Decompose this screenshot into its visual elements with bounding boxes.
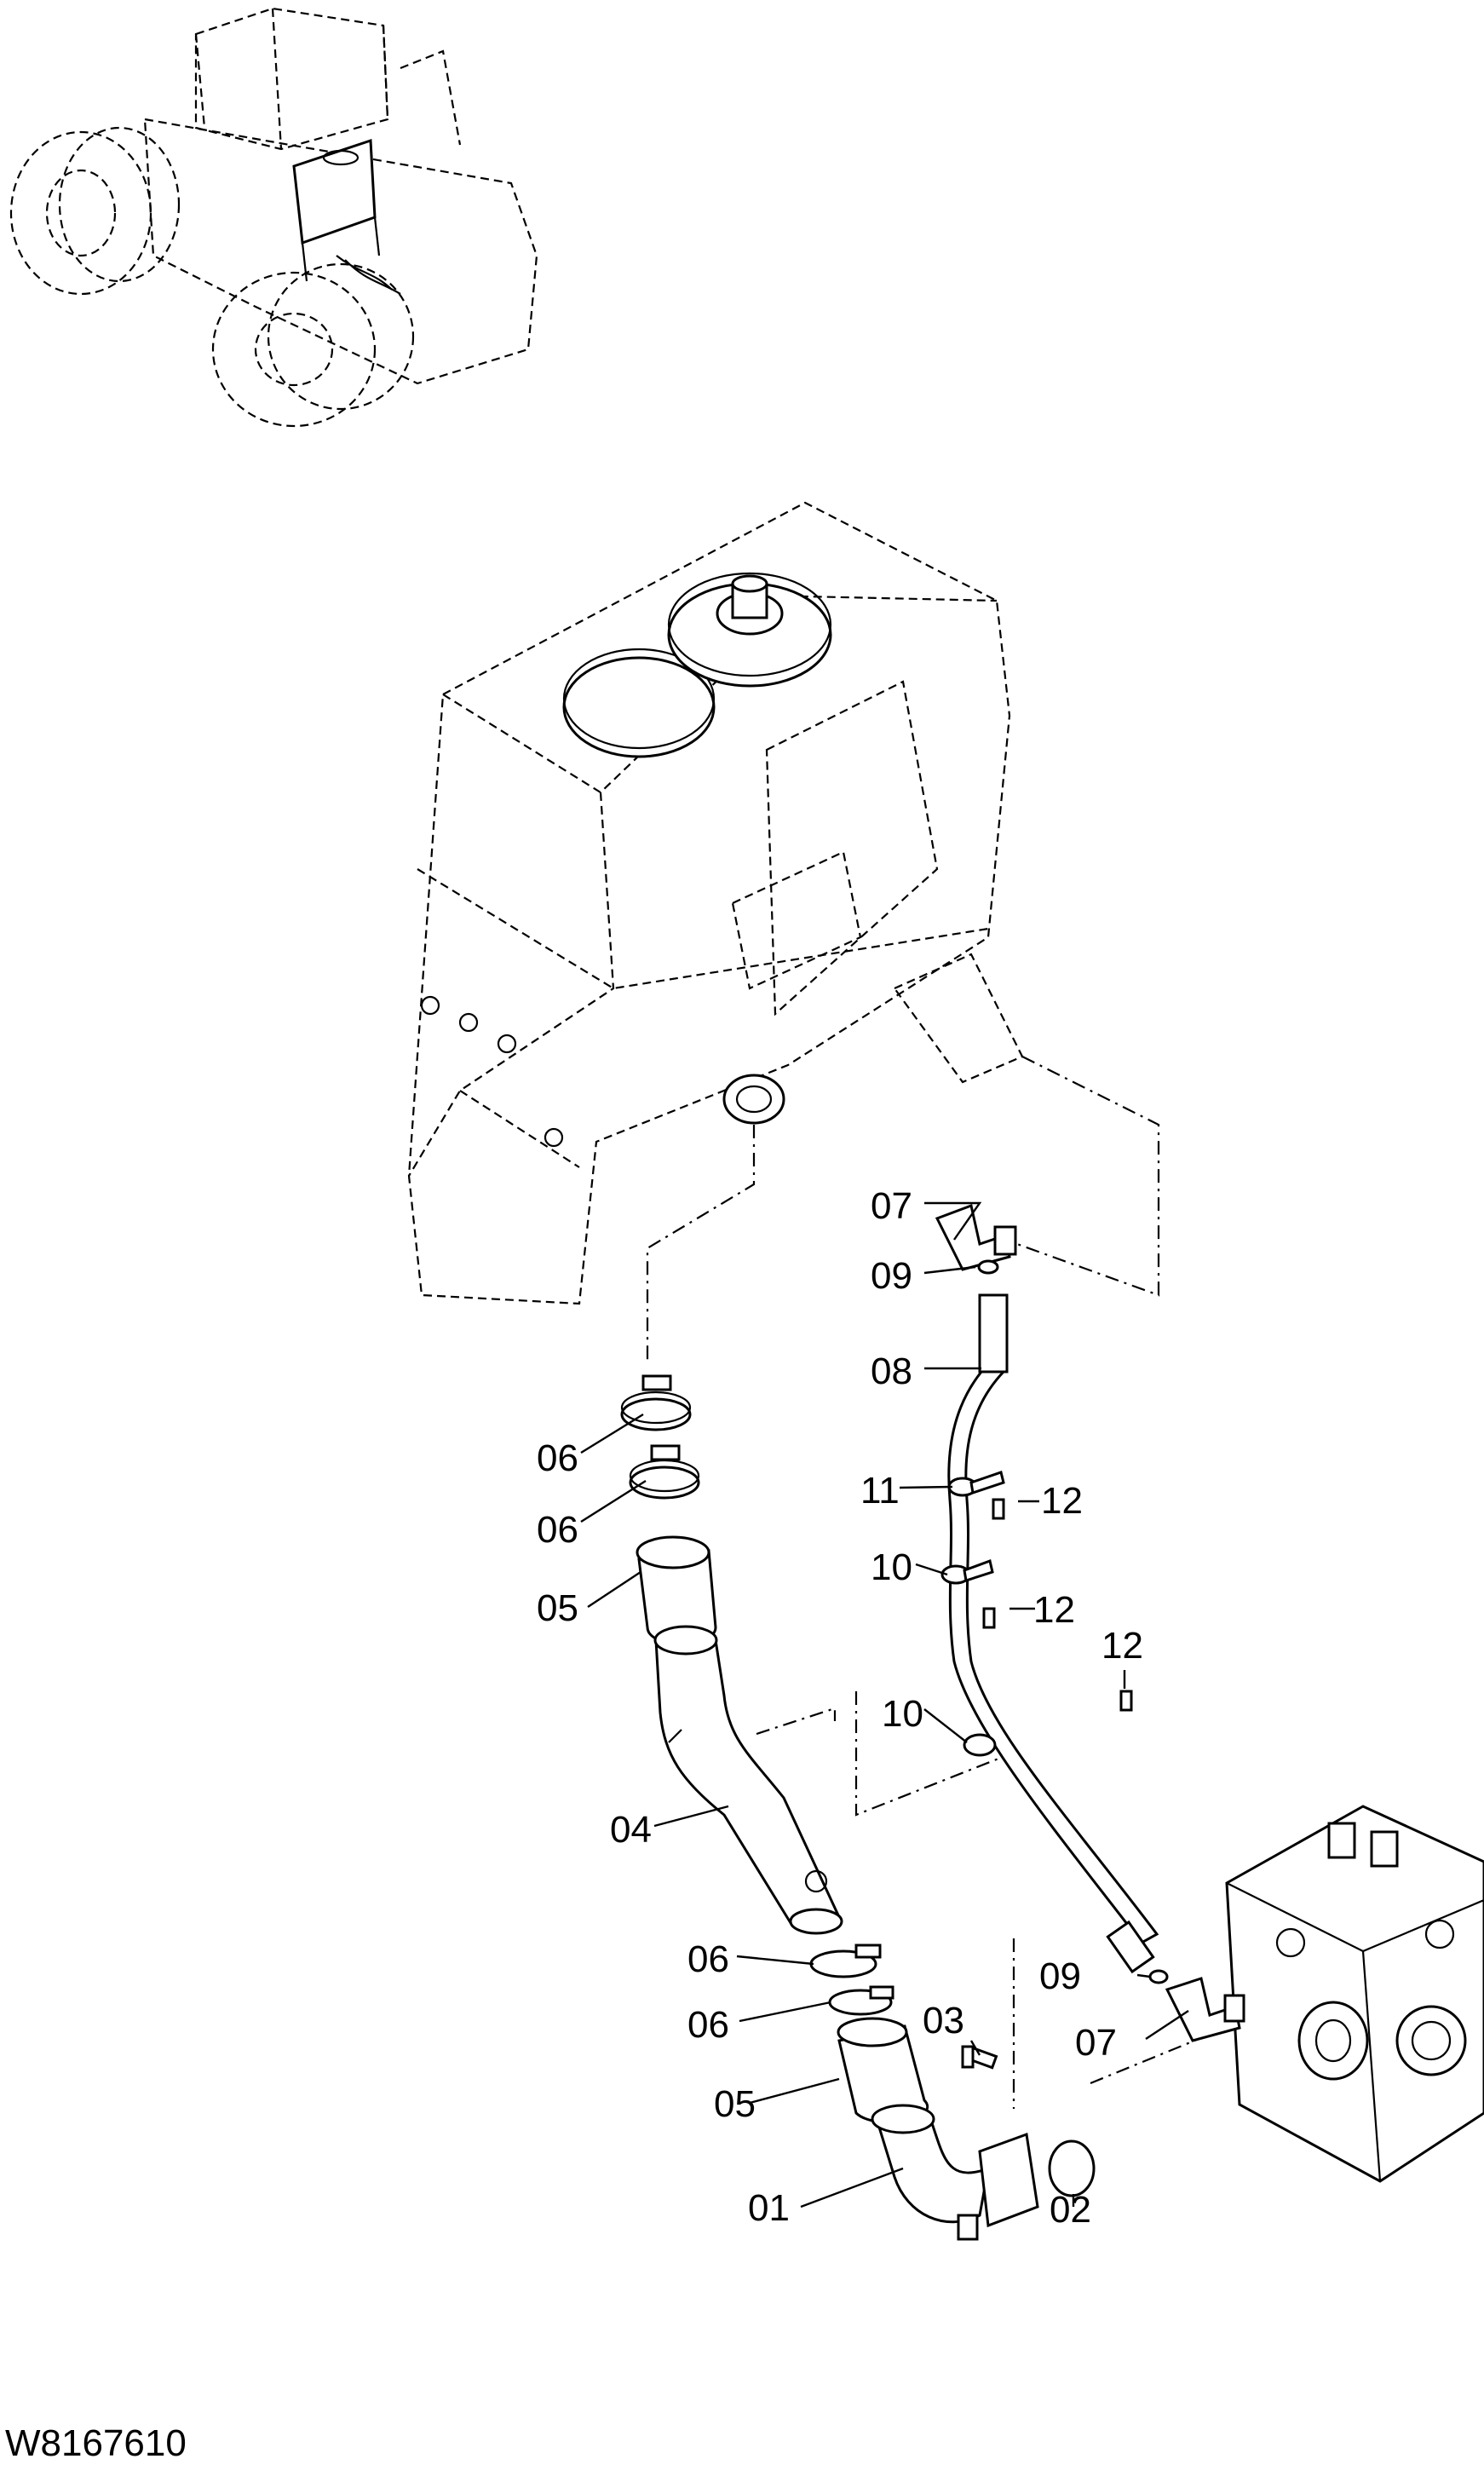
callout-12-a: 12: [1041, 1480, 1083, 1522]
hose-clamp-upper-2: [629, 1444, 700, 1500]
suction-pipe-bent: [653, 1625, 843, 1935]
hydraulic-pump-assembly: [1225, 1805, 1484, 2183]
connection-lines: [646, 1056, 1279, 2109]
hydraulic-hose: [947, 1293, 1159, 1974]
hose-sleeve-upper: [636, 1535, 717, 1646]
callout-01: 01: [748, 2187, 790, 2229]
hose-clamp-10-lower: [963, 1733, 997, 1757]
drawing-number: W8167610: [5, 2422, 187, 2464]
hose-clamp-10-upper: [940, 1559, 994, 1585]
callout-10-lower: 10: [882, 1693, 923, 1735]
callout-10-upper: 10: [871, 1546, 912, 1588]
callout-08: 08: [871, 1350, 912, 1392]
callout-09-lower: 09: [1039, 1955, 1081, 1997]
callout-04: 04: [610, 1809, 652, 1851]
hydraulic-tank: [407, 501, 1024, 1305]
callout-06-c: 06: [687, 1938, 729, 1980]
hose-clamp-lower-2: [828, 1985, 894, 2016]
bolt-12-c: [1119, 1690, 1133, 1712]
callout-05-upper: 05: [537, 1587, 578, 1629]
callout-06-a: 06: [537, 1437, 578, 1479]
o-ring-lower: [1148, 1969, 1169, 1984]
leader-lines: [580, 1201, 1189, 2208]
machine-overview-inset: [9, 7, 538, 428]
hose-clamp-upper-1: [620, 1374, 692, 1431]
bolt-flange: [961, 2045, 998, 2070]
bolt-12-b: [982, 1607, 996, 1629]
callout-02: 02: [1050, 2189, 1091, 2231]
elbow-fitting-lower: [1165, 1977, 1245, 2042]
o-ring-flange: [1048, 2139, 1096, 2197]
o-ring-upper: [977, 1259, 999, 1275]
callout-11: 11: [860, 1470, 900, 1512]
hose-sleeve-lower: [837, 2017, 929, 2124]
callout-07-lower: 07: [1075, 2022, 1117, 2064]
hose-clamp-lower-1: [809, 1944, 882, 1978]
callout-09-upper: 09: [871, 1255, 912, 1297]
callout-06-b: 06: [537, 1509, 578, 1551]
callout-05-lower: 05: [714, 2083, 756, 2125]
callout-06-d: 06: [687, 2004, 729, 2046]
callout-12-b: 12: [1033, 1589, 1075, 1631]
callout-03: 03: [923, 2000, 964, 2041]
callout-12-c: 12: [1101, 1625, 1143, 1667]
elbow-fitting-upper: [935, 1203, 1017, 1271]
callout-07-upper: 07: [871, 1185, 912, 1227]
bolt-12-a: [992, 1498, 1005, 1520]
elbow-pipe-flanged: [871, 2104, 1039, 2241]
